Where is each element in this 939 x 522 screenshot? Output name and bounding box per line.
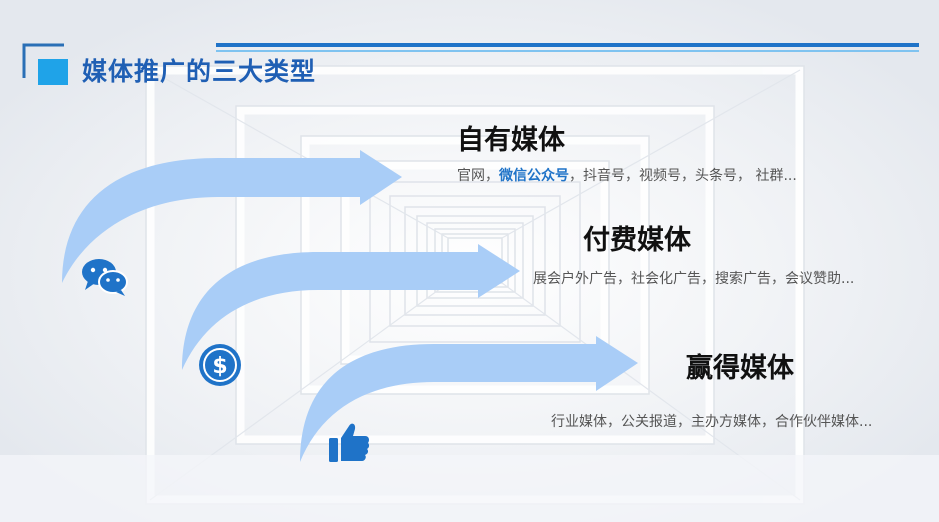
desc-owned-media-highlight: 微信公众号 (499, 168, 569, 184)
arrow-earned-media (300, 336, 638, 462)
heading-earned-media: 赢得媒体 (686, 353, 794, 384)
svg-text:$: $ (212, 354, 227, 379)
heading-paid-media: 付费媒体 (583, 225, 691, 256)
heading-owned-media: 自有媒体 (457, 125, 565, 156)
wechat-icon (82, 259, 128, 296)
desc-earned-media: 行业媒体，公关报道，主办方媒体，合作伙伴媒体... (551, 414, 873, 430)
arrow-paid-media (182, 244, 520, 370)
thumbs-up-icon (329, 423, 370, 462)
header-decoration (22, 43, 919, 85)
desc-owned-media: 官网，微信公众号，抖音号，视频号，头条号， 社群... (457, 166, 797, 186)
page-title: 媒体推广的三大类型 (82, 57, 317, 86)
desc-paid-media: 展会户外广告，社会化广告，搜索广告，会议赞助... (533, 271, 855, 287)
desc-owned-media-before: 官网， (457, 168, 499, 184)
desc-owned-media-after: ，抖音号，视频号，头条号， 社群... (569, 168, 797, 184)
arrow-owned-media (62, 150, 402, 283)
dollar-coin-icon: $ (199, 344, 241, 386)
